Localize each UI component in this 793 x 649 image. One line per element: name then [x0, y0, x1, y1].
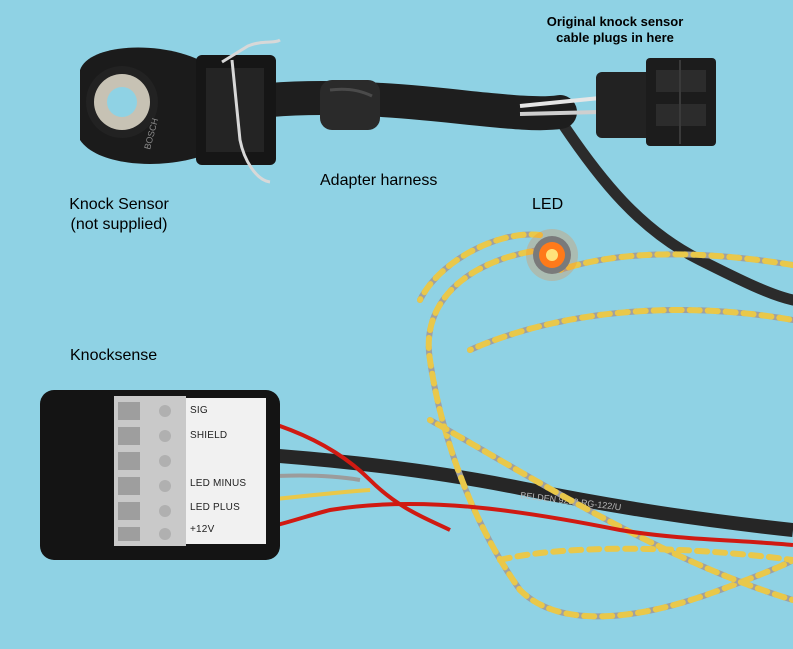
- sensor-connector: [196, 38, 281, 184]
- terminal-label-shield: SHIELD: [190, 430, 228, 441]
- knock-sensor: BOSCH: [80, 47, 215, 164]
- knock-sensor-label-line2: (not supplied): [70, 216, 168, 233]
- twisted-pair-wires: [417, 231, 793, 620]
- adapter-harness: [253, 80, 601, 131]
- original-cable-plug: [596, 58, 716, 146]
- terminal-label-led-plus: LED PLUS: [190, 502, 240, 513]
- knocksense-module: [40, 390, 280, 560]
- original-plug-label-line2: cable plugs in here: [556, 30, 674, 45]
- knock-sensor-label: Knock Sensor (not supplied): [60, 195, 178, 235]
- original-plug-label-line1: Original knock sensor: [546, 14, 684, 29]
- black-coax-cable: [179, 443, 793, 537]
- adapter-harness-label: Adapter harness: [320, 172, 438, 189]
- original-plug-label: Original knock sensor cable plugs in her…: [530, 14, 700, 46]
- knock-sensor-label-line1: Knock Sensor: [69, 196, 169, 213]
- led-label: LED: [532, 196, 564, 213]
- led-indicator: [526, 229, 578, 281]
- knocksense-label: Knocksense: [70, 347, 158, 364]
- terminal-label-sig: SIG: [190, 405, 208, 416]
- terminal-label-led-minus: LED MINUS: [190, 478, 247, 489]
- terminal-label-12v: +12V: [190, 524, 215, 535]
